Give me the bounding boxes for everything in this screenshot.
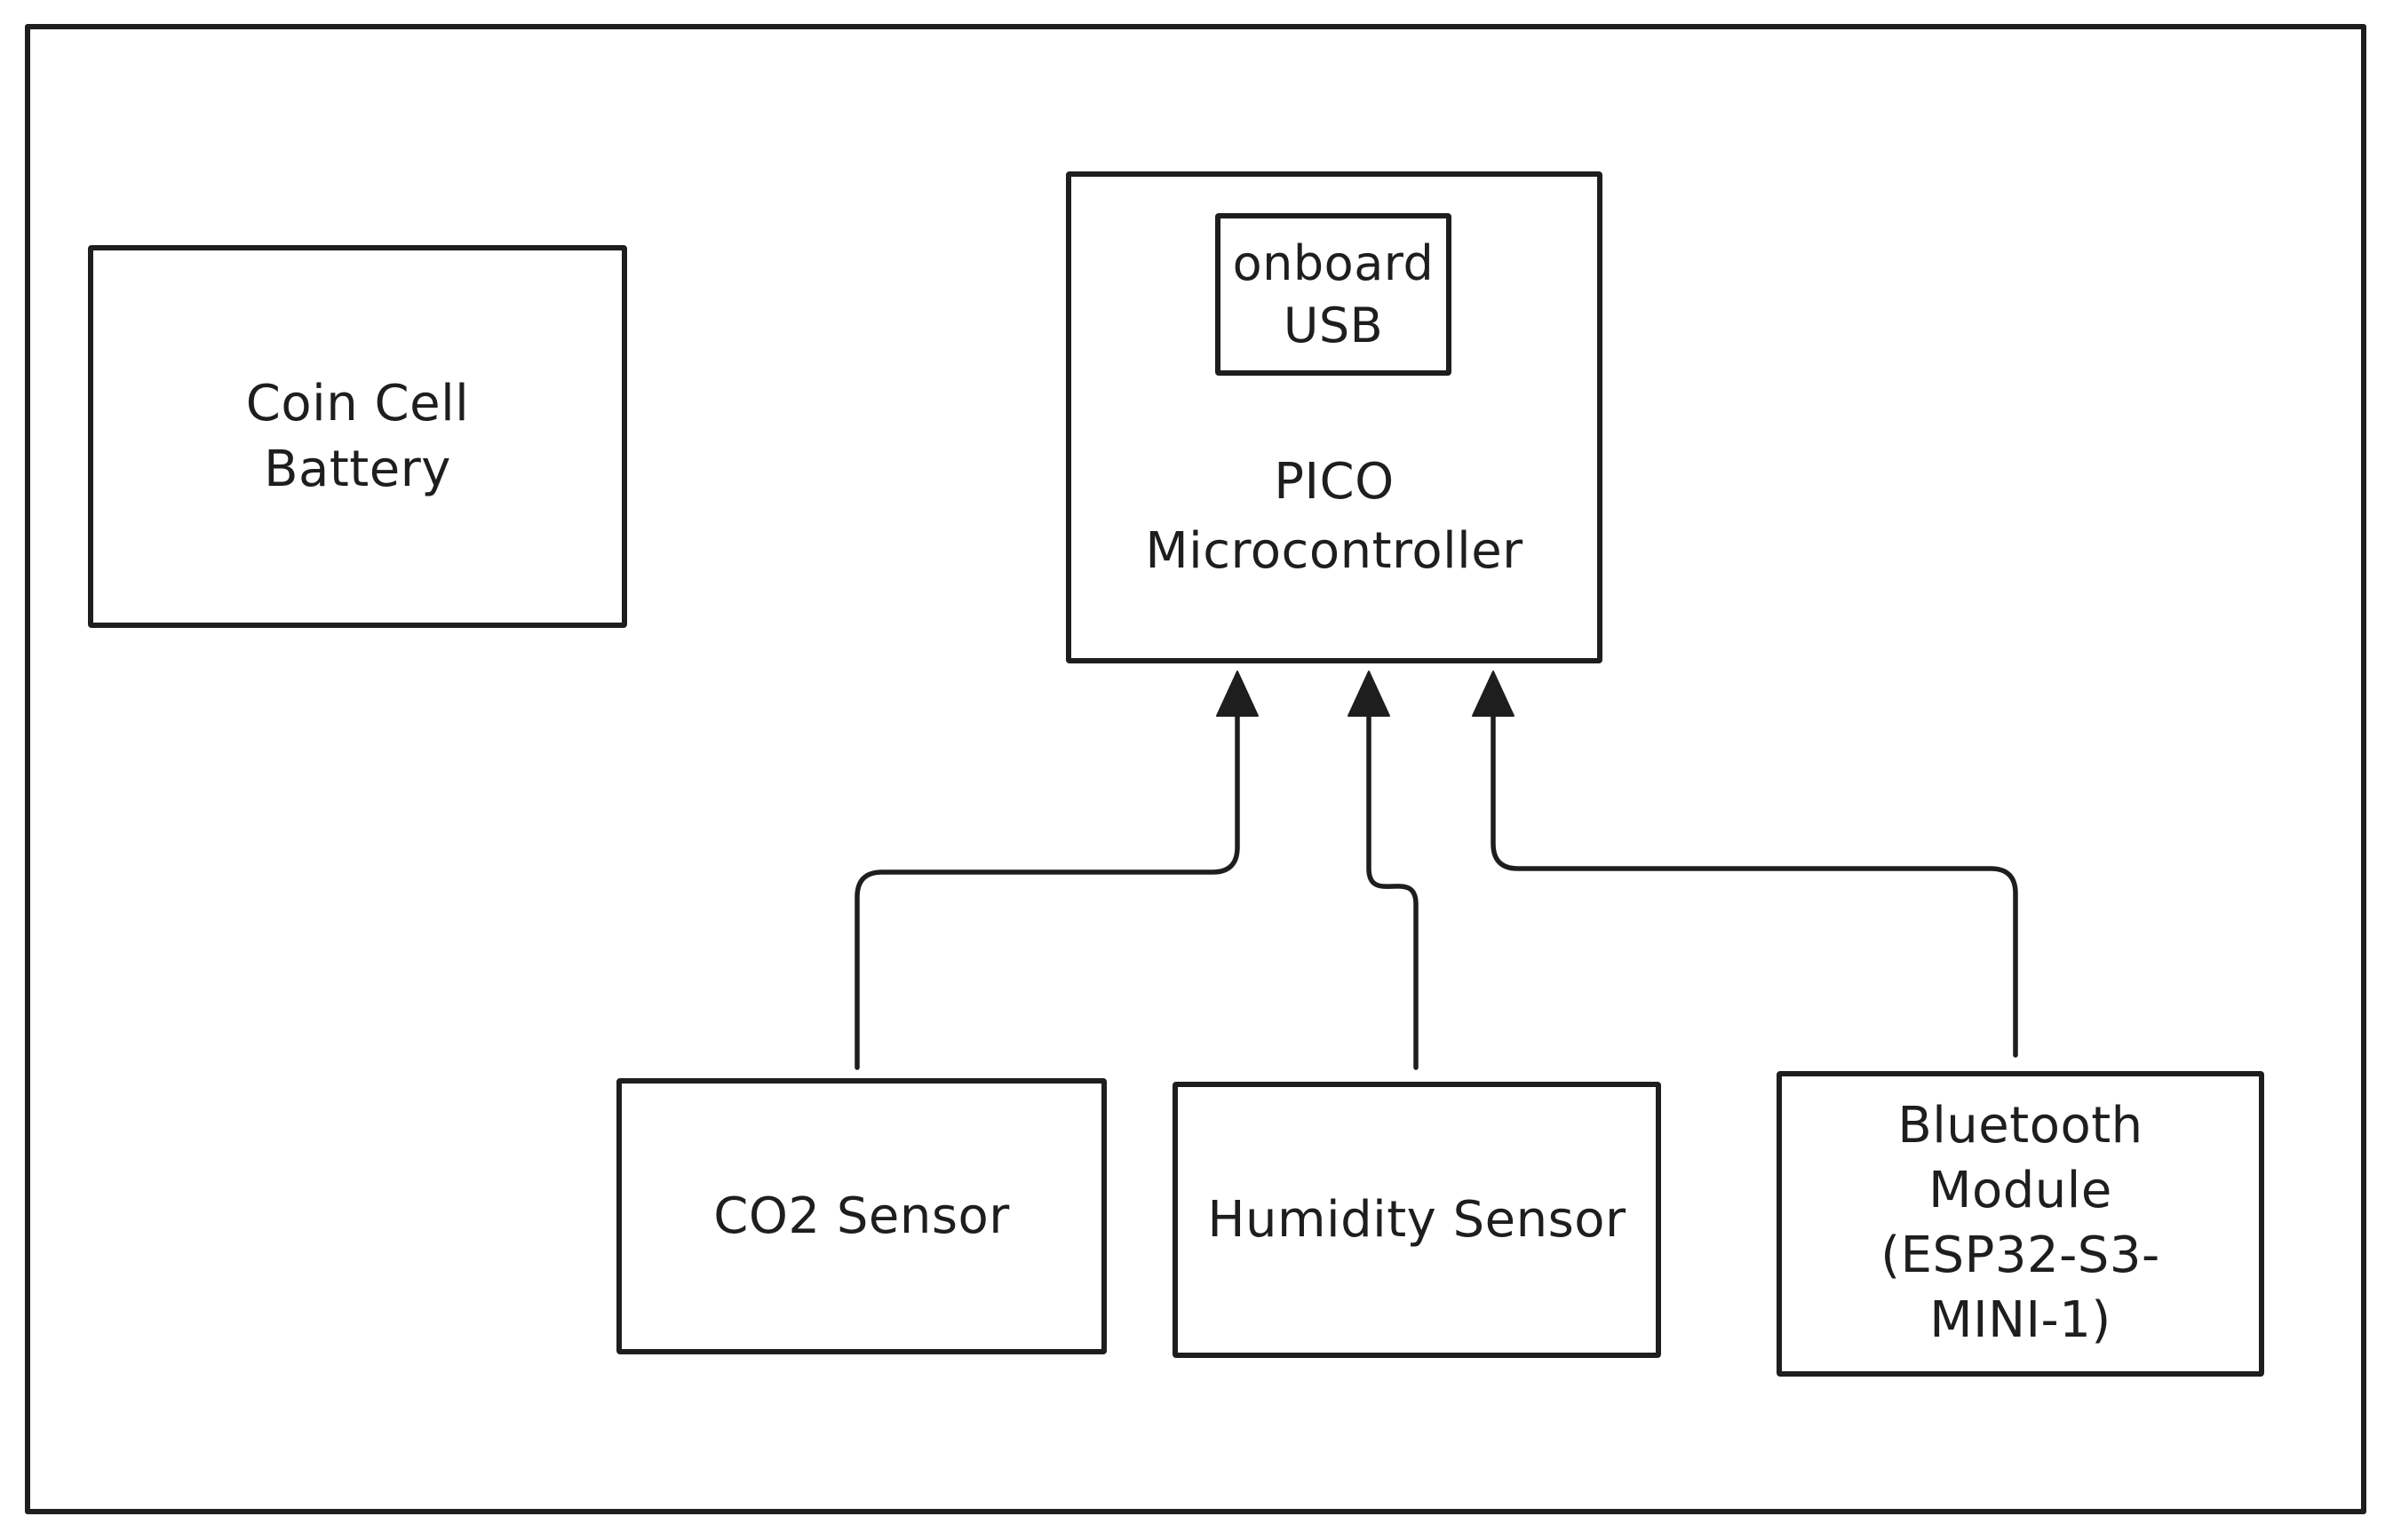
label-line: Humidity Sensor xyxy=(1207,1190,1626,1249)
label-line: (ESP32-S3- xyxy=(1880,1226,2160,1284)
usb-label: onboard USB xyxy=(1233,233,1435,355)
humidity-sensor-label: Humidity Sensor xyxy=(1207,1187,1626,1253)
label-line: onboard xyxy=(1232,235,1435,292)
pico-label: PICO Microcontroller xyxy=(1066,448,1602,587)
battery-node: Coin Cell Battery xyxy=(88,245,627,628)
bluetooth-module-label: Bluetooth Module (ESP32-S3- MINI-1) xyxy=(1880,1094,2159,1353)
label-line: CO2 Sensor xyxy=(713,1187,1010,1245)
battery-label: Coin Cell Battery xyxy=(246,371,469,503)
label-line: USB xyxy=(1283,297,1384,353)
outer-border xyxy=(25,24,2366,1514)
co2-sensor-node: CO2 Sensor xyxy=(616,1078,1107,1354)
label-line: Coin Cell xyxy=(245,374,470,433)
label-line: PICO xyxy=(1274,453,1395,511)
label-line: Module xyxy=(1928,1162,2112,1220)
humidity-sensor-node: Humidity Sensor xyxy=(1173,1082,1661,1358)
label-line: Bluetooth xyxy=(1897,1097,2143,1155)
label-line: MINI-1) xyxy=(1929,1290,2111,1349)
bluetooth-module-node: Bluetooth Module (ESP32-S3- MINI-1) xyxy=(1777,1071,2264,1377)
co2-sensor-label: CO2 Sensor xyxy=(713,1184,1010,1250)
usb-node: onboard USB xyxy=(1215,213,1451,376)
label-line: Microcontroller xyxy=(1145,522,1523,581)
label-line: Battery xyxy=(264,440,451,498)
